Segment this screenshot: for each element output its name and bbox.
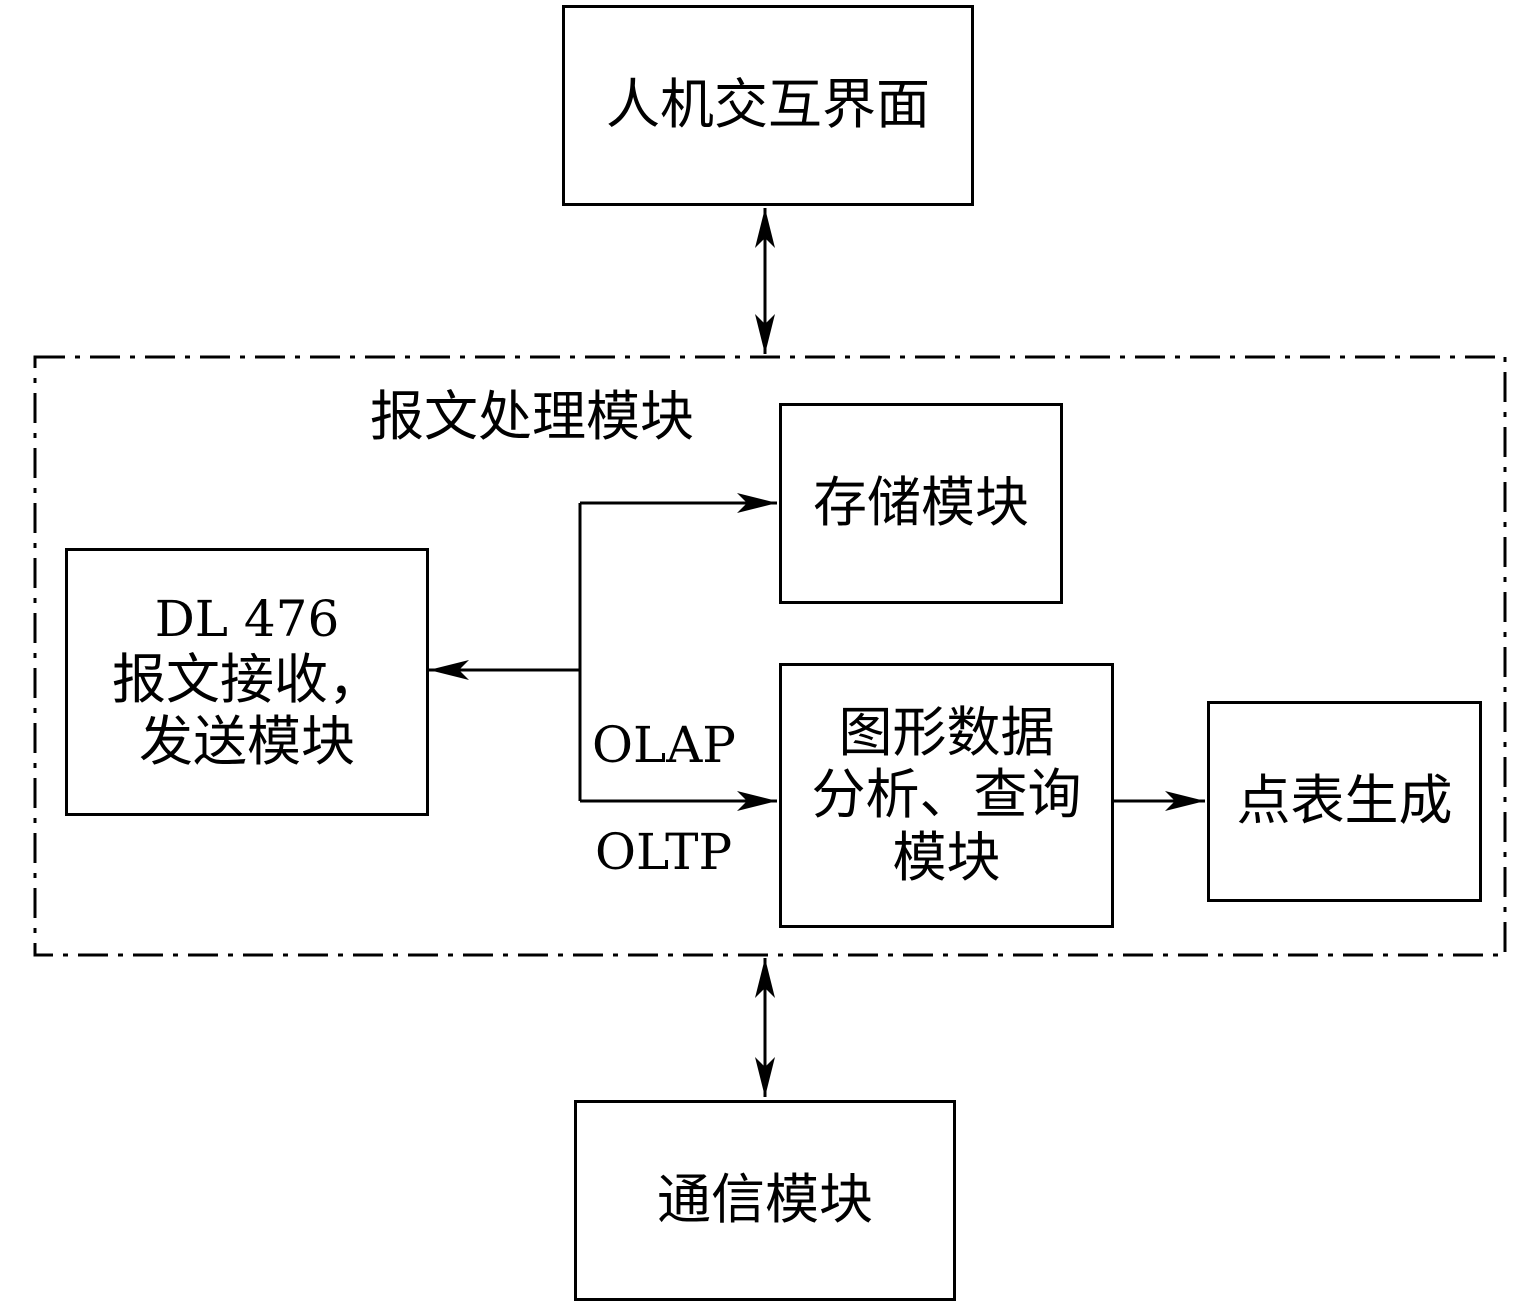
comm-label: 通信模块 [657, 1168, 873, 1232]
hmi-label: 人机交互界面 [606, 73, 930, 137]
comm-box: 通信模块 [574, 1100, 956, 1301]
analysis-box: 图形数据 分析、查询 模块 [779, 663, 1114, 928]
point-table-label: 点表生成 [1236, 769, 1453, 833]
storage-box: 存储模块 [779, 403, 1063, 604]
point-table-box: 点表生成 [1207, 701, 1482, 902]
olap-label: OLAP [592, 716, 736, 774]
dl476-box: DL 476 报文接收， 发送模块 [65, 548, 429, 816]
container-title: 报文处理模块 [370, 385, 694, 448]
dl476-line-1: DL 476 [154, 590, 340, 649]
oltp-label: OLTP [595, 823, 733, 881]
dl476-line-3: 发送模块 [139, 709, 355, 773]
container-border [33, 355, 1507, 957]
storage-label: 存储模块 [813, 471, 1029, 535]
analysis-line-1: 图形数据 [838, 701, 1055, 765]
dl476-line-2: 报文接收， [112, 647, 382, 711]
hmi-box: 人机交互界面 [562, 5, 974, 206]
analysis-line-3: 模块 [892, 825, 1001, 889]
analysis-line-2: 分析、查询 [811, 763, 1082, 827]
